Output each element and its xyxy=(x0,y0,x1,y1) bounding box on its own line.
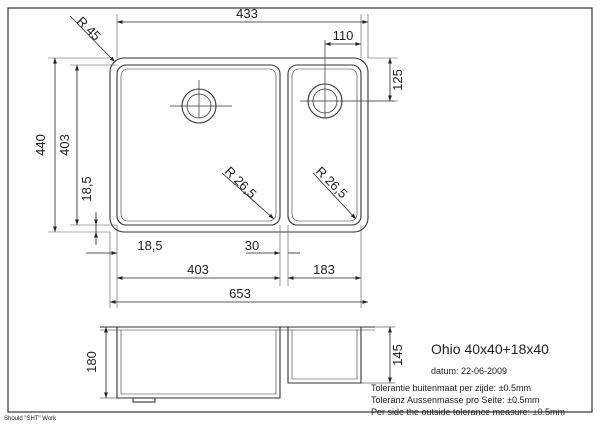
dim-large-radius: R 26,5 xyxy=(222,164,260,202)
dim-left-margin: 18,5 xyxy=(137,238,162,253)
side-dimension-lines xyxy=(100,326,395,399)
dim-top-inner-width: 433 xyxy=(236,6,258,21)
drain-outlet xyxy=(132,397,156,403)
product-title: Ohio 40x40+18x40 xyxy=(431,341,549,357)
dim-large-depth: 180 xyxy=(84,351,99,373)
dim-small-offset: 110 xyxy=(333,28,354,43)
dim-bottom-offset: 18,5 xyxy=(79,176,94,201)
dim-large-bowl-height: 403 xyxy=(57,134,72,156)
dim-small-radius: R 26,5 xyxy=(313,164,351,202)
small-bowl-inner-line xyxy=(291,68,358,222)
small-bowl xyxy=(287,64,362,226)
dimension-lines xyxy=(53,15,392,304)
dim-small-drain-from-top: 125 xyxy=(390,69,405,91)
dim-small-depth: 145 xyxy=(390,344,405,366)
date-label: datum: 22-06-2009 xyxy=(431,366,508,376)
tolerance-nl: Tolerantie buitenmaat per zijde: ±0.5mm xyxy=(371,383,532,393)
side-view xyxy=(100,326,375,403)
dim-overall-height: 440 xyxy=(33,134,48,156)
dim-large-bowl-width: 403 xyxy=(187,262,209,277)
tolerance-en: Per side the outside tolerance measure: … xyxy=(371,407,566,417)
large-bowl xyxy=(116,64,281,226)
tolerance-de: Toleranz Aussenmasse pro Seite: ±0.5mm xyxy=(371,395,540,405)
top-view xyxy=(109,57,369,233)
sink-outer-contour xyxy=(109,57,369,233)
small-bowl-section xyxy=(287,327,362,384)
dim-small-bowl-width: 183 xyxy=(313,262,335,277)
dim-overall-width: 653 xyxy=(229,286,251,301)
sheet-footer: Should "SHT" Work xyxy=(4,416,57,422)
sheet-frame xyxy=(7,7,593,413)
dim-radius-outer: R 45 xyxy=(74,14,104,44)
large-bowl-section xyxy=(116,327,281,399)
dim-divider-width: 30 xyxy=(245,238,259,253)
large-bowl-inner-line xyxy=(120,68,277,222)
